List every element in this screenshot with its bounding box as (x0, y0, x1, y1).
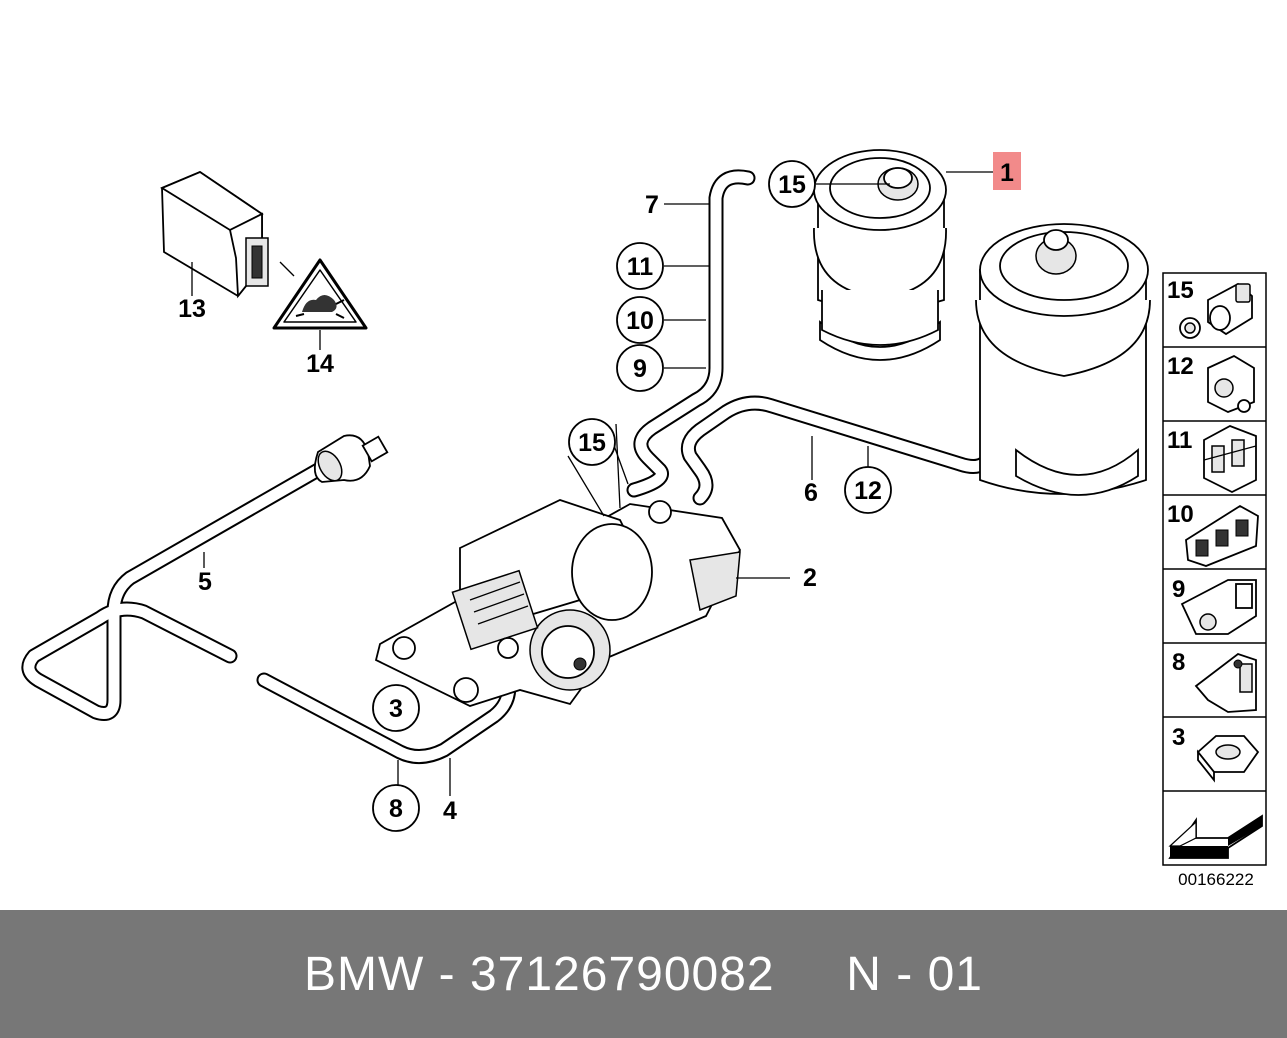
sidebar-label-10: 10 (1167, 501, 1194, 528)
parts-sidebar: 15 12 11 10 9 8 3 (1162, 272, 1267, 866)
hex-nut-icon (1196, 735, 1260, 783)
callout-circles (372, 160, 892, 832)
label-9: 9 (633, 355, 647, 383)
reference-number: 00166222 (1178, 870, 1254, 889)
label-14: 14 (306, 350, 334, 378)
line-clip-icon (1207, 354, 1255, 413)
footer-bar: BMW - 37126790082 N - 01 (0, 910, 1287, 1038)
pressure-sensor (313, 434, 389, 483)
sidebar-label-11: 11 (1167, 427, 1192, 454)
sidebar-label-9: 9 (1172, 576, 1185, 603)
double-clip-icon (1203, 425, 1257, 494)
multi-clip-icon (1185, 504, 1259, 567)
label-15-top: 15 (778, 171, 806, 199)
footer-text: BMW - 37126790082 N - 01 (304, 947, 983, 1001)
label-8: 8 (389, 795, 403, 823)
control-unit (160, 170, 269, 299)
label-6: 6 (804, 479, 818, 507)
label-11: 11 (627, 253, 654, 281)
label-2: 2 (803, 564, 817, 592)
label-4: 4 (443, 797, 457, 825)
hose-fitting-icon (1179, 282, 1253, 339)
hose-bracket-icon (1180, 579, 1257, 635)
label-10: 10 (626, 307, 654, 335)
label-7: 7 (645, 191, 659, 219)
parts-diagram: 1 2 3 4 5 6 7 8 9 10 11 12 13 14 15 15 1… (21, 149, 1267, 889)
sidebar-label-8: 8 (1172, 649, 1185, 676)
label-15-compressor: 15 (578, 429, 606, 457)
sidebar-label-3: 3 (1172, 724, 1185, 751)
label-1: 1 (1000, 159, 1014, 187)
label-12: 12 (854, 477, 882, 505)
bracket-clip-icon (1194, 652, 1257, 713)
label-3: 3 (389, 695, 403, 723)
front-air-spring (975, 223, 1151, 496)
warning-triangle-icon (272, 258, 368, 330)
rear-air-spring (813, 149, 947, 361)
highlight-box (993, 152, 1021, 190)
arrow-left-icon (1168, 814, 1263, 859)
sidebar-label-12: 12 (1167, 353, 1194, 380)
label-13: 13 (178, 295, 206, 323)
sidebar-label-15: 15 (1167, 277, 1194, 304)
leader-lines (203, 171, 993, 796)
label-5: 5 (198, 568, 212, 596)
compressor-assembly (374, 499, 742, 707)
